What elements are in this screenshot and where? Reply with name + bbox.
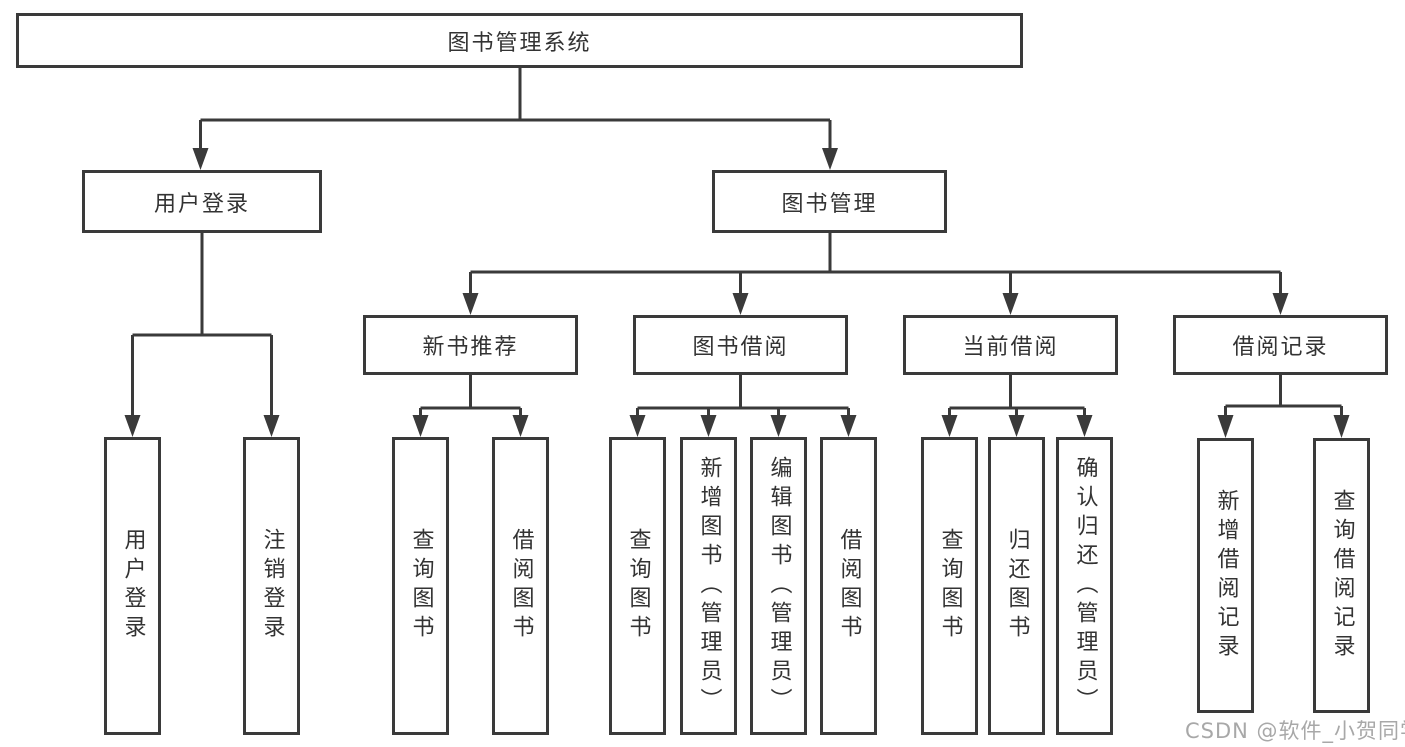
- connector-root-to-level2: [192, 68, 838, 170]
- leaf-br-add-borrow-record: 新增借阅记录: [1197, 438, 1254, 713]
- leaf-bb-edit-books-admin: 编辑图书（管理员）: [750, 437, 807, 735]
- node-book-management: 图书管理: [712, 170, 947, 233]
- leaf-rec-borrow-books: 借阅图书: [492, 437, 549, 735]
- leaf-bb-borrow-books: 借阅图书: [820, 437, 877, 735]
- leaf-logout: 注销登录: [243, 437, 300, 735]
- leaf-cb-return-books: 归还图书: [988, 437, 1045, 735]
- leaf-br-query-borrow-record: 查询借阅记录: [1313, 438, 1370, 713]
- connector-records-to-leaves: [1217, 375, 1350, 438]
- node-new-book-recommendation: 新书推荐: [363, 315, 578, 375]
- leaf-cb-query-books: 查询图书: [921, 437, 978, 735]
- connector-borrowing-to-leaves: [629, 375, 857, 437]
- connector-current-borrowing-to-leaves: [941, 375, 1093, 437]
- leaf-cb-confirm-return-admin: 确认归还（管理员）: [1056, 437, 1113, 735]
- node-borrowing-records: 借阅记录: [1173, 315, 1388, 375]
- leaf-user-login: 用户登录: [104, 437, 161, 735]
- connector-user-login-to-leaves: [124, 233, 280, 437]
- csdn-watermark: CSDN @软件_小贺同学: [1185, 719, 1405, 743]
- node-user-login: 用户登录: [82, 170, 322, 233]
- node-book-borrowing: 图书借阅: [633, 315, 848, 375]
- connector-recommendation-to-leaves: [412, 375, 529, 437]
- leaf-bb-add-books-admin: 新增图书（管理员）: [680, 437, 737, 735]
- leaf-bb-query-books: 查询图书: [609, 437, 666, 735]
- connector-book-management-to-level3: [462, 233, 1289, 315]
- node-library-management-system: 图书管理系统: [16, 13, 1023, 68]
- node-current-borrowing: 当前借阅: [903, 315, 1118, 375]
- leaf-rec-query-books: 查询图书: [392, 437, 449, 735]
